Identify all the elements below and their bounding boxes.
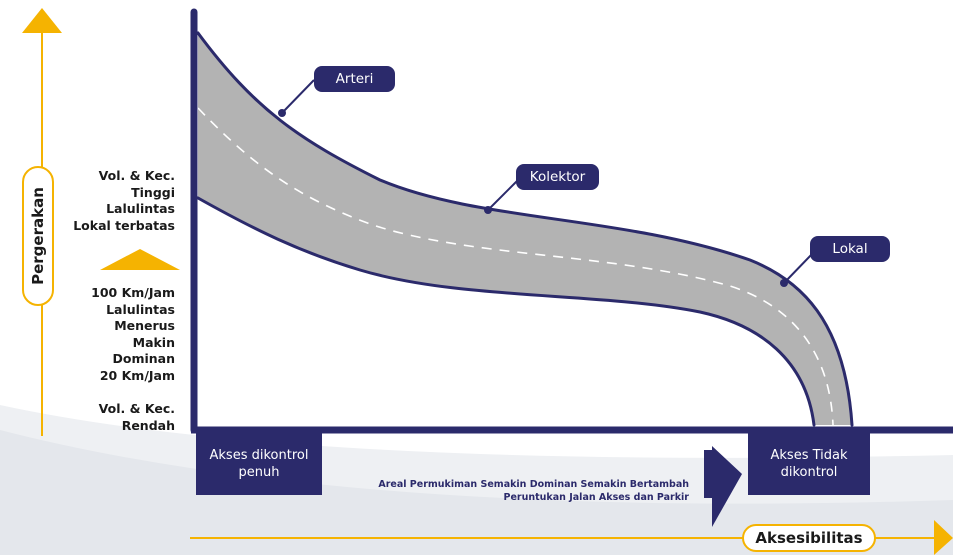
left-label-line: 100 Km/Jam <box>91 285 175 300</box>
vertical-axis-label-box: Pergerakan <box>22 166 54 306</box>
lokal-dot <box>780 279 788 287</box>
access-uncontrolled-line: Akses Tidak <box>770 448 848 463</box>
direction-arrow-tip <box>712 446 742 527</box>
left-label-line: Vol. & Kec. <box>98 401 175 416</box>
access-controlled-line: Akses dikontrol <box>209 448 309 463</box>
access-note-line: Peruntukan Jalan Akses dan Parkir <box>503 492 689 503</box>
left-label-line: Lokal terbatas <box>73 217 175 233</box>
kolektor-dot <box>484 206 492 214</box>
left-label-line: Makin <box>132 334 175 350</box>
background-swoosh-light <box>0 430 953 555</box>
vertical-axis-arrowhead <box>22 8 62 33</box>
left-labels-middle: 100 Km/Jam Lalulintas Menerus Makin Domi… <box>91 285 175 384</box>
access-controlled-line: penuh <box>238 465 280 480</box>
left-label-line: 20 Km/Jam <box>99 367 175 383</box>
access-controlled-box: Akses dikontrol penuh <box>196 433 322 495</box>
label-divider-triangle <box>100 249 180 270</box>
kolektor-label: Kolektor <box>516 164 599 190</box>
arteri-pointer <box>281 79 315 114</box>
access-note: Areal Permukiman Semakin Dominan Semakin… <box>378 478 689 504</box>
access-uncontrolled-line: dikontrol <box>780 465 838 480</box>
horizontal-axis-arrowhead <box>934 520 953 555</box>
left-label-line: Rendah <box>121 417 175 433</box>
lokal-label: Lokal <box>810 236 890 262</box>
left-label-line: Lalulintas <box>106 201 175 216</box>
access-uncontrolled-box: Akses Tidak dikontrol <box>748 433 870 495</box>
left-labels-bottom: Vol. & Kec. Rendah <box>99 401 175 434</box>
road-edge-bottom <box>196 196 816 427</box>
left-labels-top: Vol. & Kec. Tinggi Lalulintas Lokal terb… <box>73 168 175 234</box>
arteri-label: Arteri <box>314 66 395 92</box>
left-label-line: Lalulintas <box>106 301 175 317</box>
road-edge-top <box>196 31 854 427</box>
direction-arrow-stem <box>704 450 712 498</box>
arteri-dot <box>278 109 286 117</box>
vertical-axis-label: Pergerakan <box>29 187 47 285</box>
road-band <box>198 33 852 425</box>
left-label-line: Tinggi <box>131 184 175 200</box>
left-label-line: Menerus <box>114 318 175 333</box>
horizontal-axis-label: Aksesibilitas <box>742 524 876 552</box>
lokal-pointer <box>783 253 813 284</box>
road-center-line <box>197 107 834 426</box>
access-note-line: Areal Permukiman Semakin Dominan Semakin… <box>378 479 689 490</box>
left-label-line: Vol. & Kec. <box>98 168 175 183</box>
kolektor-pointer <box>487 179 519 211</box>
left-label-line: Dominan <box>112 351 175 366</box>
